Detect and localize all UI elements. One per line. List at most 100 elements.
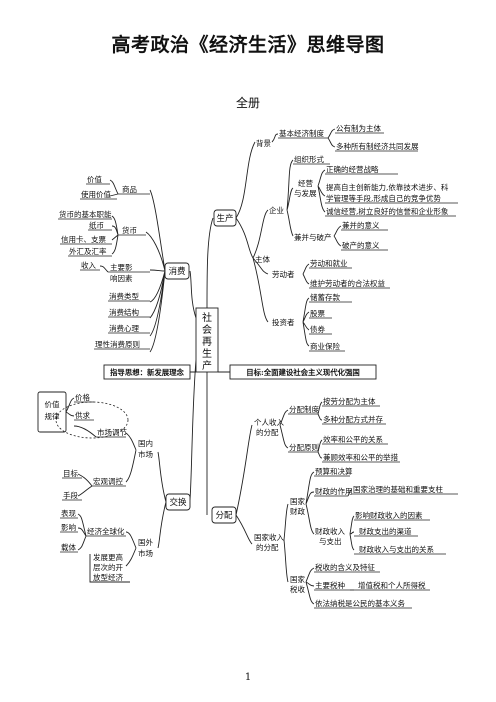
macro-target: 目标: [63, 468, 78, 478]
document-subtitle: 全册: [235, 96, 260, 110]
enterprise-label: 企业: [269, 205, 284, 215]
vat-income-tax: 增值税和个人所得税: [358, 580, 426, 590]
connector-macro-items: [77, 473, 93, 497]
efficiency-fairness: 效率和公平的关系: [323, 434, 383, 444]
tax-meaning: 税收的含义及特征: [315, 562, 375, 572]
operation-label-1: 经营: [298, 178, 313, 188]
budget: 预算和决算: [315, 466, 353, 476]
consumption-psychology: 消费心理: [109, 323, 139, 333]
credit-card: 信用卡、支票: [61, 234, 106, 244]
consumption-label: 消费: [168, 266, 186, 277]
connector-subject-branches: [252, 209, 269, 323]
use-value: 使用价值: [81, 189, 111, 199]
production-label: 生产: [216, 213, 233, 224]
connector-enterprise-branches: [286, 159, 294, 237]
connector-lines: [58, 128, 458, 609]
labor-based: 按劳分配为主体: [323, 396, 376, 406]
distribution-label: 分配: [215, 511, 233, 521]
main-tax: 主要税种: [315, 580, 345, 590]
document-title: 高考政治《经济生活》思维导图: [111, 34, 385, 56]
connector-currency-items: [111, 215, 119, 255]
connector-exchange-branches: [157, 451, 167, 549]
connector-merger-items: [333, 225, 342, 247]
center-char-3: 再: [202, 336, 212, 348]
operation-label-2: 与发展: [294, 188, 317, 198]
center-node: 社 会 再 生 产: [195, 307, 219, 373]
connector-center-top: [206, 217, 214, 309]
multi-ownership: 多种所有制经济共同发展: [336, 141, 419, 151]
forex: 外汇及汇率: [69, 246, 107, 256]
connector-center-exchange: [189, 359, 197, 501]
dist-system: 分配制度: [289, 404, 319, 414]
open-economy-2: 层次的开: [93, 562, 123, 572]
value-law-box: 价值 规律: [37, 391, 67, 433]
center-char-2: 会: [202, 323, 212, 336]
connector-system-items: [327, 128, 336, 148]
globalization: 经济全球化: [87, 526, 125, 536]
main-factors-2: 响因素: [110, 273, 133, 283]
international-label-2: 市场: [138, 548, 153, 558]
innovation-line-2: 学管理等手段,形成自己的竞争优势: [326, 193, 441, 203]
macro-means: 手段: [63, 490, 78, 500]
finance-label-1: 国家: [290, 496, 305, 506]
connector-finance-branches: [305, 471, 315, 535]
tax-label-1: 国家: [290, 574, 305, 584]
background-label: 背景: [256, 138, 271, 148]
connector-role-item: [347, 489, 353, 497]
strategy: 正确的经营战略: [326, 164, 379, 174]
tax-duty: 依法纳税是公民的基本义务: [315, 598, 405, 608]
center-char-1: 社: [202, 311, 212, 324]
connector-income: [99, 265, 109, 273]
merger-meaning: 兼并的意义: [342, 220, 380, 230]
supply-demand: 供求: [75, 410, 90, 420]
merger-label: 兼并与破产: [294, 232, 332, 242]
connector-dist-system-items: [317, 401, 323, 421]
connector-investor-items: [302, 297, 310, 347]
connector-consumption-branches: [145, 189, 166, 353]
laborer-rights: 维护劳动者的合法权益: [310, 278, 385, 288]
value: 价值: [87, 174, 102, 184]
carrier: 载体: [61, 542, 76, 552]
connector-national-branches: [283, 503, 289, 583]
connector-production-background: [235, 141, 256, 219]
innovation-line-1: 提高自主创新能力,依靠技术进步、科: [326, 182, 449, 192]
exchange-node: 交换: [165, 493, 191, 511]
value-law-ellipse: [55, 401, 129, 439]
connector-law-items: [65, 397, 75, 417]
savings: 储蓄存款: [310, 292, 340, 302]
personal-income-1: 个人收入: [254, 417, 284, 427]
consumption-structure: 消费结构: [109, 307, 139, 317]
page-number: 1: [244, 672, 252, 683]
employment: 劳动和就业: [310, 258, 348, 268]
national-income-1: 国家收入: [254, 532, 284, 542]
connector-background-system: [271, 133, 279, 143]
open-economy-1: 发展更高: [93, 552, 123, 562]
org-form: 组织形式: [294, 154, 324, 164]
connector-regulation-law: [73, 425, 97, 438]
consumption-type: 消费类型: [109, 291, 139, 301]
currency-label: 货币: [122, 225, 137, 235]
revenue-label-2: 与支出: [319, 536, 342, 546]
connector-personal-branches: [279, 409, 289, 449]
connector-principle-items: [317, 439, 323, 459]
connector-international-branches: [125, 531, 137, 567]
consumption-node: 消费: [164, 262, 190, 280]
connector-operation-items: [317, 169, 326, 213]
stock: 股票: [310, 309, 325, 318]
expenditure-channels: 财政支出的渠道: [359, 526, 412, 536]
integrity: 诚信经营,树立良好的信誉和企业形象: [326, 206, 449, 216]
income: 收入: [81, 260, 96, 270]
performance: 表现: [61, 508, 76, 518]
price: 价格: [75, 392, 90, 402]
exchange-label: 交换: [169, 497, 187, 508]
open-economy-3: 放型经济: [93, 572, 123, 582]
main-factors-1: 主要影: [110, 262, 133, 272]
guiding-idea-box: 指导思想：新发展理念: [103, 364, 191, 380]
public-ownership: 公有制为主体: [336, 123, 381, 133]
multi-distribution: 多种分配方式并存: [323, 414, 383, 424]
connector-distribution-branches: [235, 424, 253, 545]
guiding-idea: 指导思想：新发展理念: [110, 368, 185, 377]
connector-goods-items: [109, 179, 119, 197]
distribution-node: 分配: [211, 506, 237, 524]
